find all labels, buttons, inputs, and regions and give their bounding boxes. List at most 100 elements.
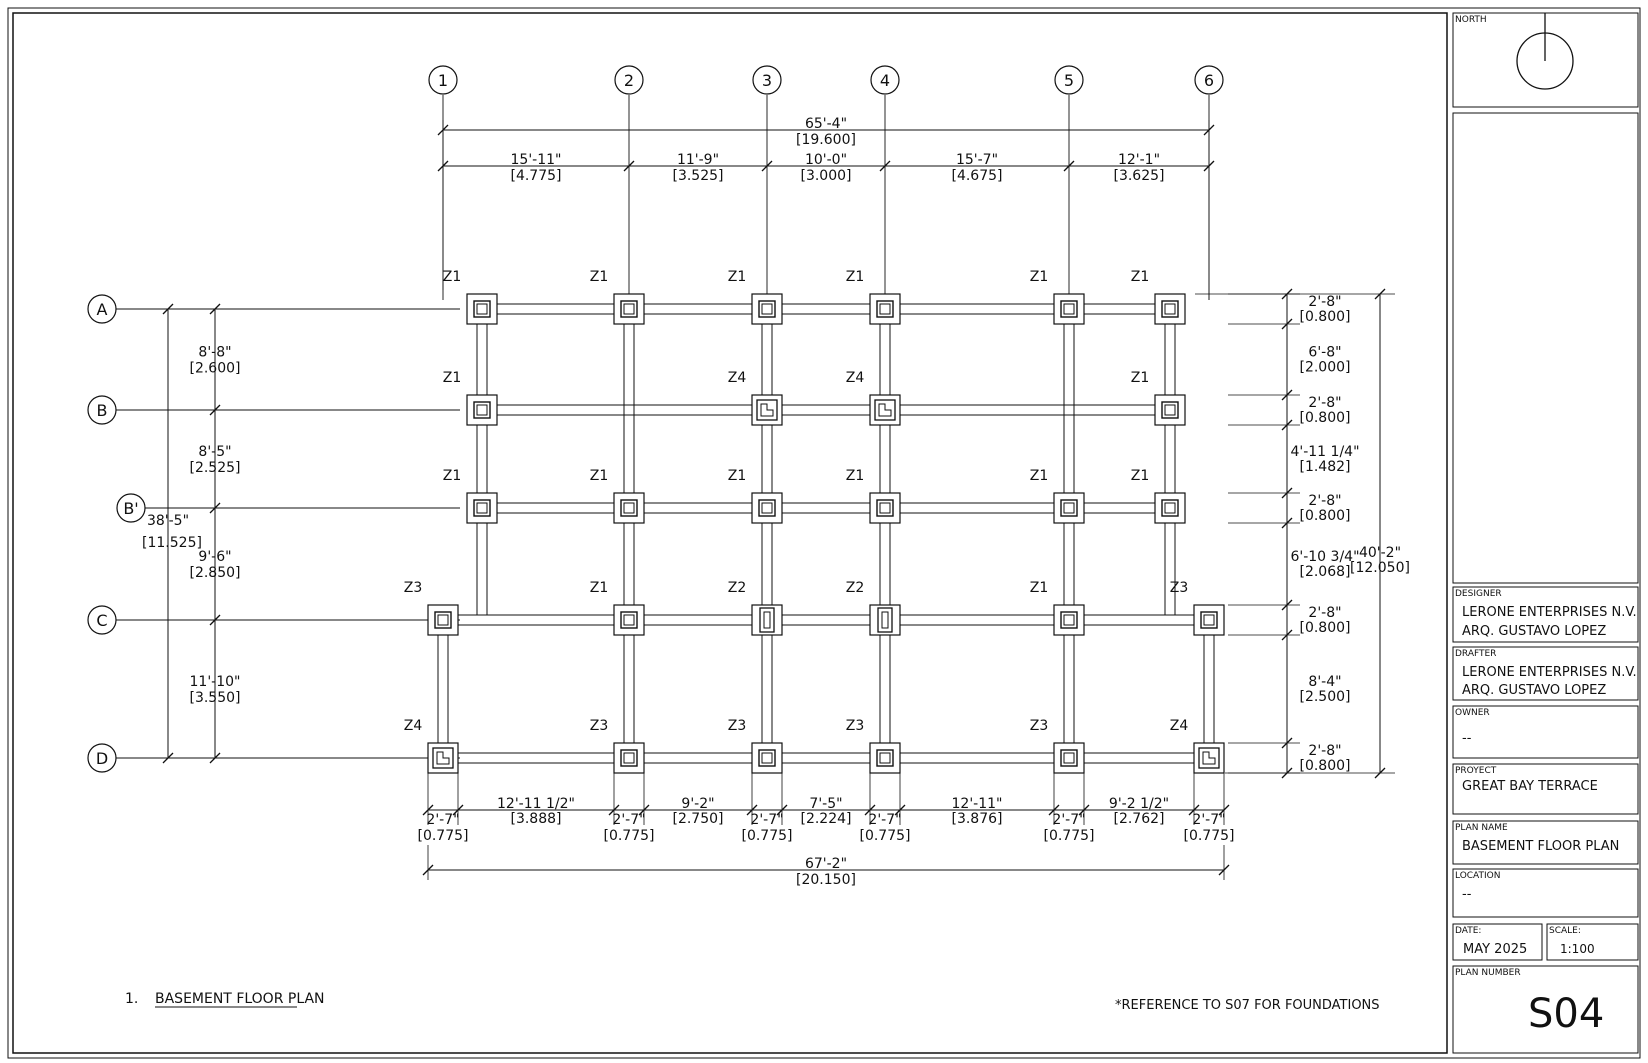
grid-bubble-row-B [87, 395, 117, 425]
footing-tag-Bp-1: Z1 [590, 468, 609, 484]
grid-label-row-C: C [96, 611, 107, 630]
dim-bottom-overall-imperial: 67'-2" [805, 856, 847, 872]
footing-C-1 [613, 604, 645, 636]
dim-bottom-width-metric-2: [0.775] [741, 828, 792, 844]
drafter-line-1: LERONE ENTERPRISES N.V. [1462, 665, 1637, 680]
dim-left-bay-imperial-0: 8'-8" [198, 345, 231, 361]
dim-right-overall-metric: [12.050] [1350, 560, 1410, 576]
date-value: MAY 2025 [1463, 942, 1527, 957]
grid-bubble-col-1 [428, 65, 458, 95]
column-core-A-2 [761, 303, 773, 315]
column-C-5 [1200, 611, 1218, 629]
grid-label-col-6: 6 [1204, 71, 1214, 90]
column-core-C-2 [763, 611, 771, 629]
dim-bottom-gap-metric-3: [3.876] [951, 811, 1002, 827]
plan-name-label: PLAN NAME [1455, 823, 1508, 833]
footing-Bp-4 [1053, 492, 1085, 524]
column-C-3 [877, 607, 893, 633]
footing-tag-C-1: Z1 [590, 580, 609, 596]
designer-box [1452, 586, 1639, 643]
footing-tag-C-2: Z2 [728, 580, 747, 596]
dim-bottom-gap-imperial-2: 7'-5" [809, 796, 842, 812]
column-C-1 [620, 611, 638, 629]
column-B-5 [1161, 401, 1179, 419]
column-core-D-3 [879, 752, 891, 764]
footing-tag-D-1: Z3 [590, 718, 609, 734]
footing-tag-A-5: Z1 [1131, 269, 1150, 285]
dim-right-item-metric-1: [2.000] [1299, 360, 1350, 376]
grid-bubble-col-6 [1194, 65, 1224, 95]
plan-number-label: PLAN NUMBER [1455, 968, 1521, 978]
dim-tick [761, 160, 773, 172]
column-core-A-1 [623, 303, 635, 315]
column-core-D-4 [1063, 752, 1075, 764]
footing-tag-A-2: Z1 [728, 269, 747, 285]
blank-panel [1452, 112, 1639, 584]
dim-bottom-width-metric-5: [0.775] [1183, 828, 1234, 844]
footing-tag-A-4: Z1 [1030, 269, 1049, 285]
footing-Bp-5 [1154, 492, 1186, 524]
column-core-Bp-0 [476, 502, 488, 514]
dim-top-bay-imperial-3: 15'-7" [956, 152, 998, 168]
grid-label-row-D: D [96, 749, 108, 768]
project-value: GREAT BAY TERRACE [1462, 779, 1598, 794]
dim-right-overall-imperial: 40'-2" [1359, 545, 1401, 561]
column-core-D-1 [623, 752, 635, 764]
column-core-A-3 [879, 303, 891, 315]
footing-A-4 [1053, 293, 1085, 325]
reference-note: *REFERENCE TO S07 FOR FOUNDATIONS [1115, 998, 1380, 1013]
dim-right-item-imperial-6: 2'-8" [1308, 605, 1341, 621]
location-box [1452, 868, 1639, 918]
footing-tag-A-3: Z1 [846, 269, 865, 285]
dim-bottom-gap-imperial-1: 9'-2" [681, 796, 714, 812]
dim-bottom-width-imperial-3: 2'-7" [868, 812, 901, 828]
footing-D-2 [751, 742, 783, 774]
footing-B-5 [1154, 394, 1186, 426]
footing-tag-B-0: Z1 [443, 370, 462, 386]
column-core-B-5 [1164, 404, 1176, 416]
outer-frame [7, 7, 1641, 1059]
column-Bp-4 [1060, 499, 1078, 517]
column-core-D-5 [1202, 751, 1216, 765]
dim-bottom-width-metric-0: [0.775] [417, 828, 468, 844]
column-core-A-0 [476, 303, 488, 315]
column-core-Bp-2 [761, 502, 773, 514]
plan-number-value: S04 [1528, 991, 1604, 1037]
column-A-1 [620, 300, 638, 318]
dim-left-overall-metric: [11.525] [142, 535, 202, 551]
dim-right-item-metric-0: [0.800] [1299, 309, 1350, 325]
column-A-0 [473, 300, 491, 318]
column-A-2 [758, 300, 776, 318]
column-core-B-3 [878, 403, 892, 417]
column-Bp-0 [473, 499, 491, 517]
dim-right-item-imperial-4: 2'-8" [1308, 493, 1341, 509]
dim-right-item-imperial-3: 4'-11 1/4" [1290, 444, 1359, 460]
dim-right-item-imperial-0: 2'-8" [1308, 294, 1341, 310]
grid-bubble-row-B' [116, 493, 146, 523]
column-Bp-5 [1161, 499, 1179, 517]
date-label: DATE: [1455, 926, 1481, 936]
scale-label: SCALE: [1549, 926, 1581, 936]
grid-label-col-5: 5 [1064, 71, 1074, 90]
footing-tag-Bp-2: Z1 [728, 468, 747, 484]
footing-tag-Bp-5: Z1 [1131, 468, 1150, 484]
footing-tag-D-0: Z4 [404, 718, 423, 734]
dim-right-item-metric-3: [1.482] [1299, 459, 1350, 475]
column-Bp-1 [620, 499, 638, 517]
footing-tag-A-1: Z1 [590, 269, 609, 285]
owner-label: OWNER [1455, 708, 1490, 718]
dim-right-item-imperial-8: 2'-8" [1308, 743, 1341, 759]
footing-D-4 [1053, 742, 1085, 774]
owner-value: -- [1462, 731, 1472, 746]
column-core-D-2 [761, 752, 773, 764]
plan-number-box [1452, 965, 1639, 1054]
footing-D-3 [869, 742, 901, 774]
dim-top-overall-metric: [19.600] [796, 132, 856, 148]
dim-left-bay-imperial-1: 8'-5" [198, 444, 231, 460]
column-A-4 [1060, 300, 1078, 318]
footing-tag-C-0: Z3 [404, 580, 423, 596]
column-B-2 [756, 399, 778, 421]
column-core-Bp-4 [1063, 502, 1075, 514]
